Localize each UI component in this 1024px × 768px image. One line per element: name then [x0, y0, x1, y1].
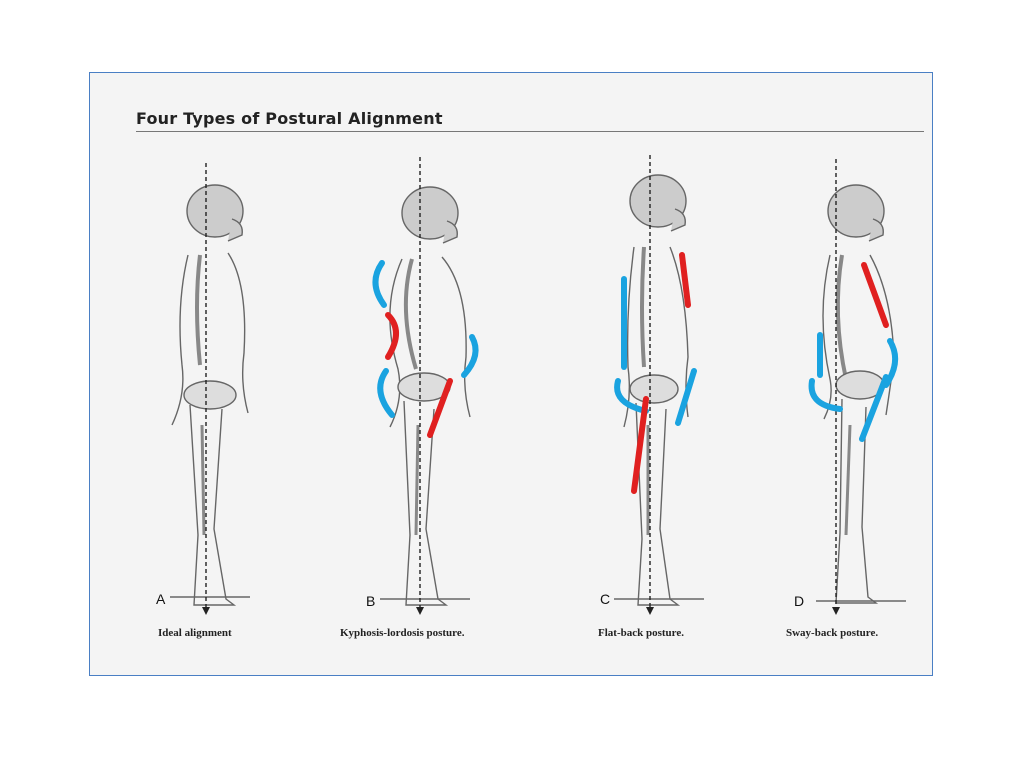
figure-a-ideal-alignment: A	[140, 155, 330, 635]
b-blue-upper-back	[372, 260, 387, 308]
figure-b-letter: B	[366, 593, 376, 609]
b-red-hip-flexor	[427, 378, 453, 438]
figure-a-caption: Ideal alignment	[158, 627, 232, 639]
c-blue-abdomen	[675, 368, 697, 426]
skeleton-c-illustration	[614, 155, 704, 615]
figure-a-letter: A	[156, 591, 166, 607]
d-blue-hip-back	[808, 378, 843, 412]
title-divider	[136, 131, 924, 132]
figure-b-caption: Kyphosis-lordosis posture.	[340, 627, 465, 639]
figure-c-flat-back: C	[590, 155, 780, 635]
skeleton-b-illustration	[372, 157, 479, 615]
d-red-chest	[861, 262, 889, 328]
figure-c-letter: C	[600, 591, 611, 607]
b-blue-abdomen	[461, 334, 479, 378]
d-blue-thigh	[859, 374, 889, 442]
diagram-title: Four Types of Postural Alignment	[136, 109, 443, 128]
figure-d-caption: Sway-back posture.	[786, 627, 879, 639]
skeleton-d-illustration	[808, 159, 906, 615]
c-red-chest	[679, 252, 691, 308]
d-blue-abdomen	[883, 338, 899, 388]
figure-b-kyphosis-lordosis: B	[350, 155, 540, 635]
b-red-lumbar	[385, 312, 399, 360]
c-blue-hip-back	[614, 378, 649, 414]
skeleton-a-illustration	[170, 163, 250, 615]
figure-c-caption: Flat-back posture.	[598, 627, 684, 639]
diagram-frame: Four Types of Postural Alignment A Ideal…	[89, 72, 933, 676]
figure-d-sway-back: D	[790, 155, 980, 635]
c-red-hamstring	[631, 396, 649, 494]
figure-d-letter: D	[794, 593, 805, 609]
b-blue-hip	[377, 368, 395, 418]
